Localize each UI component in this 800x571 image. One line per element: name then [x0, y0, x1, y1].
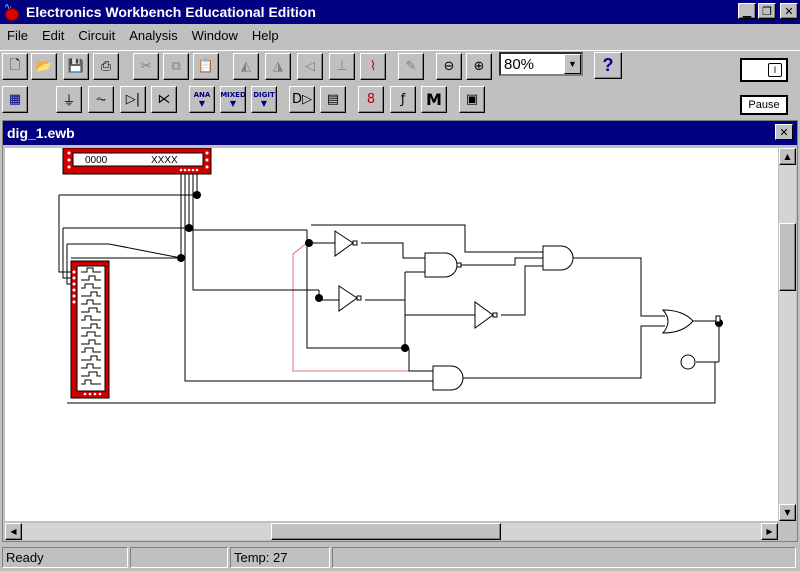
menu-help[interactable]: Help	[251, 27, 279, 43]
open-folder-icon[interactable]: 📂	[31, 53, 57, 80]
vertical-scroll-thumb[interactable]	[779, 223, 796, 291]
horizontal-scrollbar[interactable]: ◀ ▶	[5, 523, 778, 540]
junction-dot	[305, 239, 313, 247]
mixed-ics-label: MIXED	[220, 91, 246, 99]
and-gate-3[interactable]	[432, 365, 464, 391]
digital-ics-bin[interactable]: DIGIT▼	[251, 86, 277, 113]
rotate-icon[interactable]: ◭	[233, 53, 259, 80]
circuit-schematic[interactable]: 0000 XXXX	[5, 148, 778, 521]
save-disk-icon[interactable]: 💾	[63, 53, 89, 80]
not-gate-1[interactable]	[334, 230, 354, 257]
document-title: dig_1.ewb	[7, 125, 75, 141]
menubar: File Edit Circuit Analysis Window Help	[0, 24, 800, 46]
junction-dot	[193, 191, 201, 199]
app-title: Electronics Workbench Educational Editio…	[26, 4, 316, 20]
copy-icon[interactable]: ⧉	[163, 53, 189, 80]
ewb-logo-icon[interactable]: ∿	[3, 2, 23, 22]
logic-analyzer[interactable]	[70, 260, 110, 399]
horizontal-scroll-thumb[interactable]	[271, 523, 501, 540]
pause-button[interactable]: Pause	[740, 95, 788, 115]
cut-icon[interactable]: ✂	[133, 53, 159, 80]
and-gate-1[interactable]	[424, 252, 458, 278]
chevron-down-icon: ▼	[260, 99, 268, 108]
scroll-left-icon[interactable]: ◀	[5, 523, 22, 540]
not-gate-3[interactable]	[474, 301, 494, 329]
close-button[interactable]: ✕	[780, 3, 798, 19]
subcircuit-icon[interactable]: ⊥	[329, 53, 355, 80]
logic-gates-bin-icon[interactable]: D▷	[289, 86, 315, 113]
scroll-down-icon[interactable]: ▼	[779, 504, 796, 521]
menu-circuit[interactable]: Circuit	[78, 27, 116, 43]
analog-ics-bin[interactable]: ANA▼	[189, 86, 215, 113]
component-properties-icon[interactable]: ✎	[398, 53, 424, 80]
chevron-down-icon[interactable]: ▼	[564, 54, 581, 74]
logic-probe[interactable]	[680, 354, 696, 370]
zoom-out-icon[interactable]: ⊖	[436, 53, 462, 80]
status-temp: Temp: 27	[230, 547, 330, 568]
chevron-down-icon: ▼	[229, 99, 237, 108]
transistors-bin-icon[interactable]: ⋉	[151, 86, 177, 113]
analog-ics-label: ANA	[193, 91, 211, 99]
instruments-bin-icon[interactable]: ▣	[459, 86, 485, 113]
graph-icon[interactable]: ⌇	[360, 53, 386, 80]
restore-button[interactable]: ❐	[758, 3, 776, 19]
menu-window[interactable]: Window	[191, 27, 238, 43]
help-button[interactable]: ?	[594, 52, 622, 79]
flip-horizontal-icon[interactable]: ◮	[265, 53, 291, 80]
basic-bin-icon[interactable]: ⏦	[88, 86, 114, 113]
paste-icon[interactable]: 📋	[193, 53, 219, 80]
status-middle	[130, 547, 228, 568]
vertical-scrollbar[interactable]: ▲ ▼	[779, 148, 796, 521]
not-gate-2[interactable]	[338, 285, 358, 312]
statusbar: Ready Temp: 27	[0, 544, 800, 571]
digital-bin-icon[interactable]: ▤	[320, 86, 346, 113]
minimize-button[interactable]: ▁	[738, 3, 756, 19]
document-close-button[interactable]: ✕	[775, 124, 793, 140]
scroll-up-icon[interactable]: ▲	[779, 148, 796, 165]
parts-toolbar: ▦ ⏚ ⏦ ▷| ⋉ ANA▼ MIXED▼ DIGIT▼ D▷ ▤ 8 ƒ M…	[0, 84, 800, 116]
status-extra	[332, 547, 796, 568]
zoom-in-icon[interactable]: ⊕	[466, 53, 492, 80]
junction-dot	[315, 294, 323, 302]
or-gate[interactable]	[661, 309, 694, 334]
menu-file[interactable]: File	[7, 27, 28, 43]
document-title-bar: dig_1.ewb	[3, 121, 797, 145]
menu-edit[interactable]: Edit	[41, 27, 65, 43]
zoom-select[interactable]: 80% ▼	[499, 52, 583, 76]
status-state: Ready	[2, 547, 128, 568]
menu-analysis[interactable]: Analysis	[129, 27, 178, 43]
word-generator-word: XXXX	[151, 155, 178, 166]
mixed-ics-bin[interactable]: MIXED▼	[220, 86, 246, 113]
new-file-icon[interactable]: 🗋	[2, 53, 28, 80]
indicators-bin-icon[interactable]: 8	[358, 86, 384, 113]
favorites-bin-icon[interactable]: ▦	[2, 86, 28, 113]
zoom-value: 80%	[504, 55, 535, 73]
sources-bin-icon[interactable]: ⏚	[56, 86, 82, 113]
controls-bin-icon[interactable]: ƒ	[390, 86, 416, 113]
wire[interactable]	[188, 173, 307, 231]
word-generator-address: 0000	[85, 155, 108, 166]
circuit-canvas[interactable]: 0000 XXXX	[5, 148, 778, 521]
flip-vertical-icon[interactable]: ◁	[297, 53, 323, 80]
word-generator[interactable]: 0000 XXXX	[62, 148, 212, 175]
scroll-right-icon[interactable]: ▶	[761, 523, 778, 540]
chevron-down-icon: ▼	[198, 99, 206, 108]
main-toolbar: 🗋 📂 💾 ⎙ ✂ ⧉ 📋 ◭ ◮ ◁ ⊥ ⌇ ✎ ⊖ ⊕	[0, 50, 800, 82]
and-gate-2[interactable]	[542, 245, 574, 271]
miscellaneous-bin-icon[interactable]: M	[421, 86, 447, 113]
app-titlebar: ∿ Electronics Workbench Educational Edit…	[0, 0, 800, 24]
circuit-window: dig_1.ewb ✕	[2, 120, 798, 542]
diodes-bin-icon[interactable]: ▷|	[120, 86, 146, 113]
power-switch-knob-icon: I	[768, 63, 782, 77]
junction-dot	[401, 344, 409, 352]
digital-ics-label: DIGIT	[253, 91, 275, 99]
junction-dot	[185, 224, 193, 232]
junction-dot	[177, 254, 185, 262]
power-switch[interactable]: I	[740, 58, 788, 82]
print-icon[interactable]: ⎙	[93, 53, 119, 80]
highlighted-wire[interactable]	[292, 242, 409, 372]
